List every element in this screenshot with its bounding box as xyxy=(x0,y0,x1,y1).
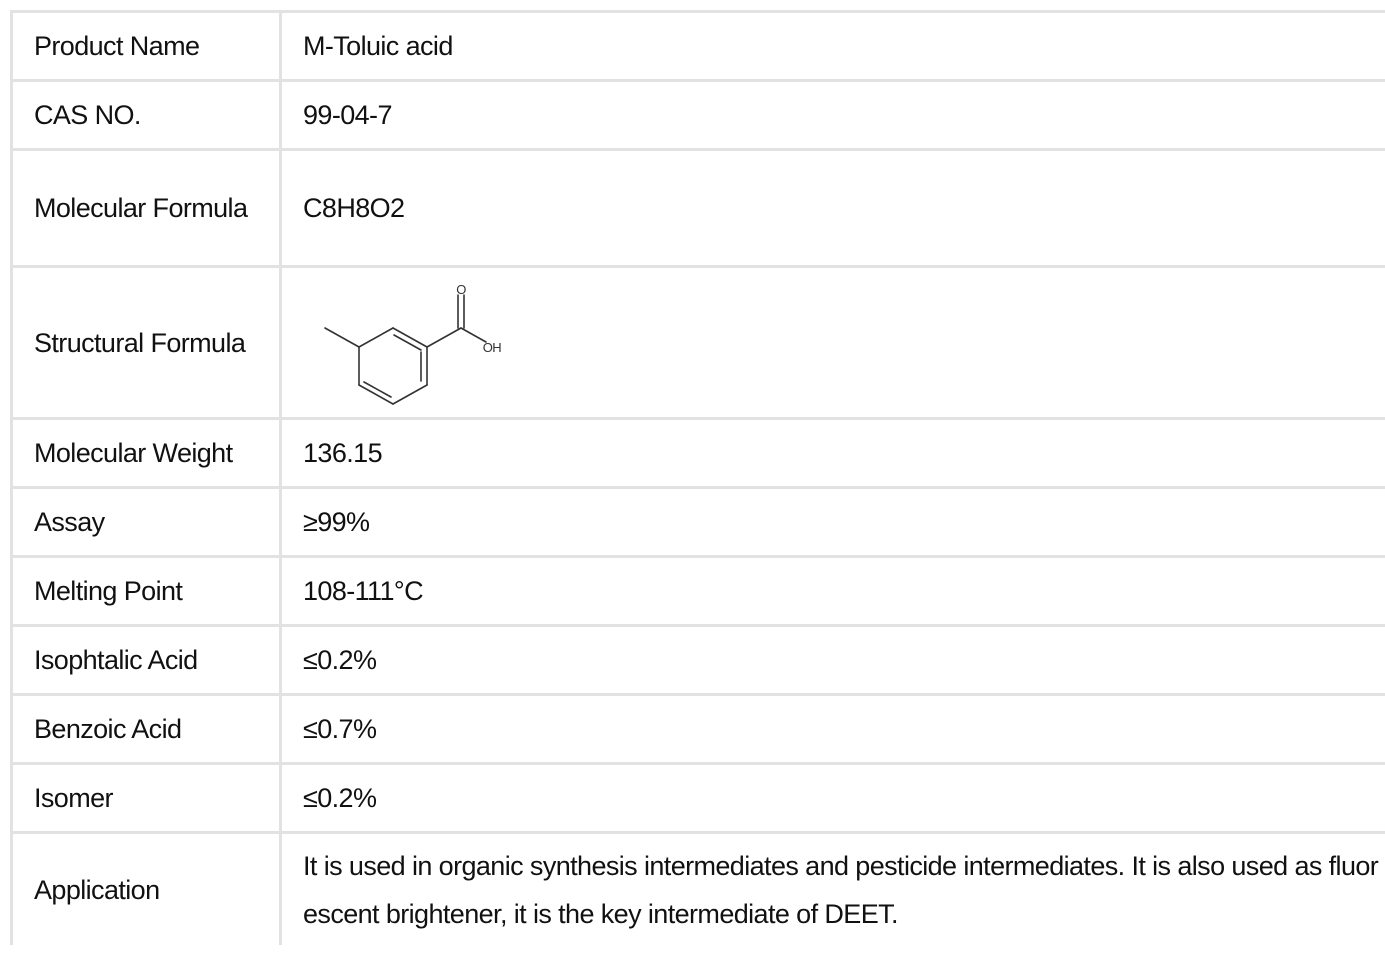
table-row: Benzoic Acid ≤0.7% xyxy=(10,693,1385,765)
row-label: Melting Point xyxy=(10,555,282,627)
row-label: Assay xyxy=(10,486,282,558)
row-label: Structural Formula xyxy=(10,265,282,420)
hydroxyl-label: OH xyxy=(483,340,502,355)
row-label: Isomer xyxy=(10,762,282,834)
row-value: It is used in organic synthesis intermed… xyxy=(279,831,1385,945)
row-label: CAS NO. xyxy=(10,79,282,151)
structural-formula-cell: O OH xyxy=(279,265,1385,420)
row-value: 99-04-7 xyxy=(279,79,1385,151)
row-label: Isophtalic Acid xyxy=(10,624,282,696)
spec-table-container: Product Name M-Toluic acid CAS NO. 99-04… xyxy=(10,10,1385,945)
row-label: Product Name xyxy=(10,10,282,82)
product-spec-table: Product Name M-Toluic acid CAS NO. 99-04… xyxy=(10,10,1385,945)
row-label: Application xyxy=(10,831,282,945)
row-value: 108-111°C xyxy=(279,555,1385,627)
table-row: Application It is used in organic synthe… xyxy=(10,831,1385,945)
row-value: ≥99% xyxy=(279,486,1385,558)
table-row: Assay ≥99% xyxy=(10,486,1385,558)
row-value: ≤0.7% xyxy=(279,693,1385,765)
row-value: ≤0.2% xyxy=(279,624,1385,696)
table-row: CAS NO. 99-04-7 xyxy=(10,79,1385,151)
table-row: Molecular Formula C8H8O2 xyxy=(10,148,1385,268)
m-toluic-acid-structure-image: O OH xyxy=(324,282,502,405)
table-row: Isomer ≤0.2% xyxy=(10,762,1385,834)
oxygen-label: O xyxy=(456,282,466,297)
row-value: C8H8O2 xyxy=(279,148,1385,268)
row-label: Benzoic Acid xyxy=(10,693,282,765)
row-value: M-Toluic acid xyxy=(279,10,1385,82)
row-value: 136.15 xyxy=(279,417,1385,489)
table-row: Melting Point 108-111°C xyxy=(10,555,1385,627)
table-row: Structural Formula xyxy=(10,265,1385,420)
row-label: Molecular Weight xyxy=(10,417,282,489)
table-row: Molecular Weight 136.15 xyxy=(10,417,1385,489)
table-row: Product Name M-Toluic acid xyxy=(10,10,1385,82)
row-value: ≤0.2% xyxy=(279,762,1385,834)
row-label: Molecular Formula xyxy=(10,148,282,268)
table-row: Isophtalic Acid ≤0.2% xyxy=(10,624,1385,696)
